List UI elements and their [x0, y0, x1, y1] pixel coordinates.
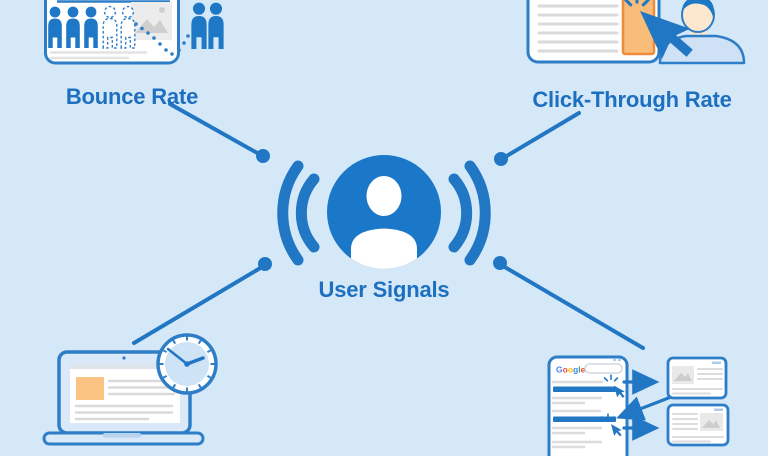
time-on-page-illustration	[42, 333, 218, 446]
serp-return-illustration: Google	[547, 355, 730, 456]
click-flow-arrows	[616, 369, 673, 441]
bounce-path-dots	[134, 22, 190, 56]
result-link-2	[553, 416, 616, 422]
article-image-block	[76, 377, 104, 400]
connector-dots	[256, 149, 508, 271]
label-user-signals: User Signals	[318, 277, 450, 302]
google-logo: Google	[556, 365, 586, 375]
connector-lines	[132, 102, 645, 350]
search-input	[584, 363, 623, 374]
label-bounce-rate: Bounce Rate	[65, 84, 199, 109]
click-through-rate-illustration	[526, 0, 746, 67]
webpage-card-top	[666, 356, 728, 400]
signal-waves-icon	[277, 160, 491, 266]
webcam-dot	[122, 356, 126, 360]
clock-icon	[156, 333, 218, 395]
user-signals-icon	[277, 155, 491, 269]
result-link-1	[553, 386, 616, 392]
image-placeholder-icon	[131, 2, 172, 40]
bounce-rate-illustration	[44, 0, 224, 65]
person-silhouette-icon	[351, 176, 417, 269]
webpage-card-bottom	[666, 403, 730, 447]
label-click-through-rate: Click-Through Rate	[532, 87, 732, 112]
bounced-visitors-icons	[191, 2, 224, 50]
